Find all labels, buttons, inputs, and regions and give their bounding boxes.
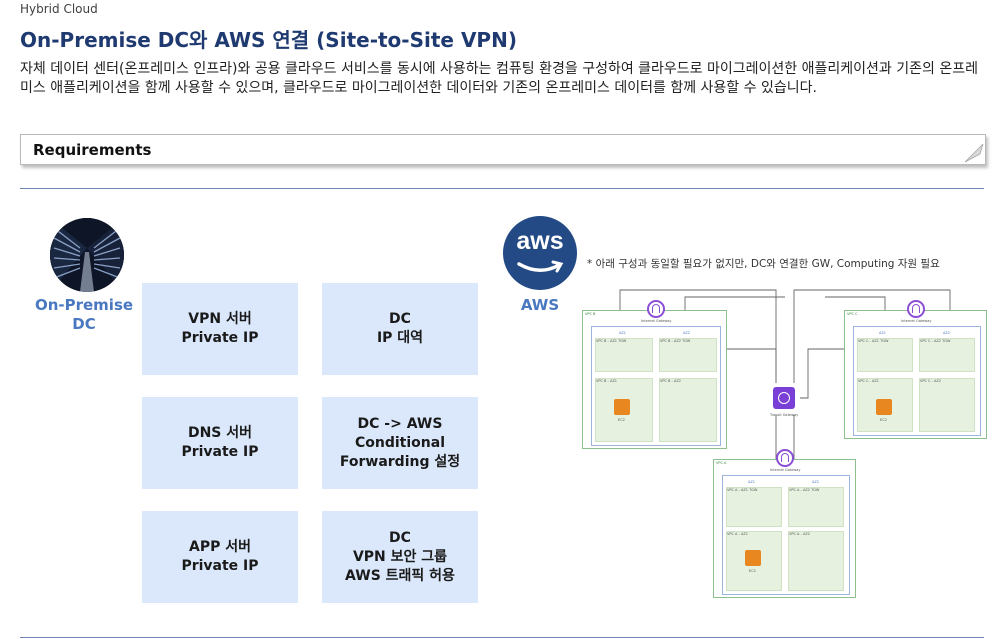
page-title: On-Premise DC와 AWS 연결 (Site-to-Site VPN) (20, 28, 517, 52)
req-app-server-ip: APP 서버 Private IP (142, 511, 298, 603)
requirements-label: Requirements (33, 141, 152, 159)
breadcrumb[interactable]: Hybrid Cloud (20, 2, 98, 16)
vpc-c: VPC C Internet Gateway AZ1 AZ2 VPC C - A… (844, 300, 987, 439)
subnet-c-az2: VPC C - AZ2 (919, 378, 975, 432)
server-room-photo (50, 218, 124, 292)
subnet-b-az2: VPC B - AZ2 (659, 378, 717, 442)
subnet-c-az2-tgw: VPC C - AZ2 TGW (919, 338, 975, 372)
ec2-icon (876, 399, 892, 415)
req-conditional-forwarding: DC -> AWS Conditional Forwarding 설정 (322, 397, 478, 489)
aws-network-diagram: VPC B Internet Gateway AZ1 AZ2 VPC B - A… (580, 285, 990, 600)
vpc-b: VPC B Internet Gateway AZ1 AZ2 VPC B - A… (582, 300, 727, 449)
req-vpn-server-ip: VPN 서버 Private IP (142, 283, 298, 375)
internet-gateway-icon (776, 449, 794, 467)
aws-logo-icon: aws (503, 216, 577, 290)
aws-note: * 아래 구성과 동일할 필요가 없지만, DC와 연결한 GW, Comput… (587, 258, 940, 270)
page-description: 자체 데이터 센터(온프레미스 인프라)와 공용 클라우드 서비스를 동시에 사… (20, 61, 978, 96)
transit-gateway-icon (773, 387, 795, 409)
onprem-label: On-Premise DC (34, 296, 134, 333)
subnet-a-az2: VPC A - AZ2 (788, 531, 844, 591)
subnet-c-az1-tgw: VPC C - AZ1 TGW (857, 338, 913, 372)
subnet-b-az2-tgw: VPC B - AZ2 TGW (659, 338, 717, 372)
internet-gateway-icon (647, 300, 665, 318)
aws-label: AWS (520, 296, 560, 314)
req-vpn-security-group: DC VPN 보안 그룹 AWS 트래픽 허용 (322, 511, 478, 603)
page-curl-icon (961, 140, 985, 164)
requirements-header[interactable]: Requirements (20, 134, 986, 165)
internet-gateway-icon (907, 300, 925, 318)
ec2-icon (745, 550, 761, 566)
subnet-a-az1-tgw: VPC A - AZ1 TGW (726, 487, 782, 527)
subnet-b-az1-tgw: VPC B - AZ1 TGW (595, 338, 653, 372)
subnet-a-az2-tgw: VPC A - AZ2 TGW (788, 487, 844, 527)
ec2-icon (614, 399, 630, 415)
section-divider (20, 188, 984, 189)
vpc-a: VPC A Internet Gateway AZ1 AZ2 VPC A - A… (713, 449, 856, 598)
req-dns-server-ip: DNS 서버 Private IP (142, 397, 298, 489)
bottom-divider (20, 637, 984, 638)
req-dc-ip-range: DC IP 대역 (322, 283, 478, 375)
